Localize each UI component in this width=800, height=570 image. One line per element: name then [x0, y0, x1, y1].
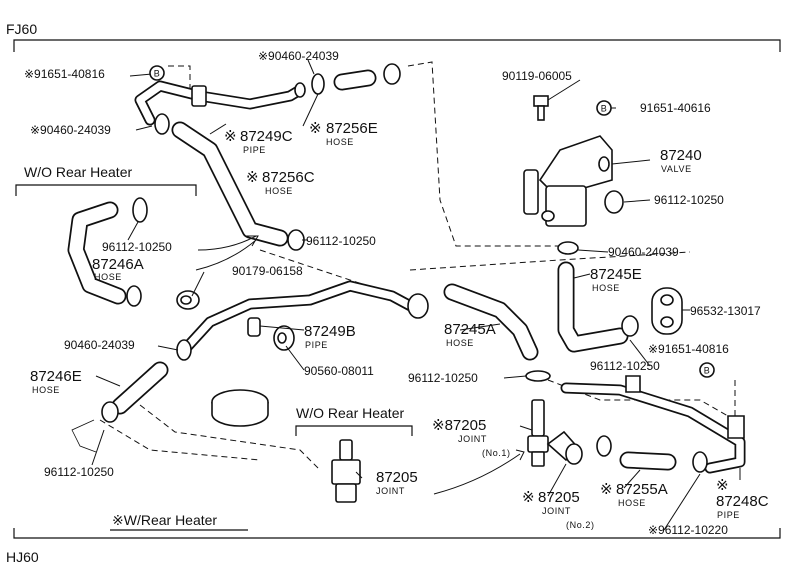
b-marker-2: B: [596, 100, 612, 116]
hose-87246a: [67, 197, 148, 307]
callout-96112-10250-a: 96112-10250: [306, 234, 376, 248]
pipe-87249b: [182, 280, 429, 352]
callout-87249c-type: PIPE: [243, 145, 266, 155]
callout-87248c: 87248C: [716, 493, 769, 510]
callout-90179-06158: 90179-06158: [232, 264, 303, 278]
callout-87240-type: VALVE: [661, 164, 692, 174]
callout-87245a-type: HOSE: [446, 338, 474, 348]
callout-90460-24039-top: ※90460-24039: [258, 49, 339, 63]
callout-87246e: 87246E: [30, 368, 82, 385]
leader-lines: [91, 59, 741, 531]
hose-87255a: [596, 435, 708, 473]
hose-87246e: [101, 339, 192, 423]
callout-87249c-mark: ※: [224, 128, 237, 145]
callout-87240: 87240: [660, 147, 702, 164]
model-label-fj60: FJ60: [6, 21, 37, 37]
fj60-frame-line: [13, 39, 781, 52]
callout-90460-24039-c: 90460-24039: [64, 338, 135, 352]
callout-96112-10250-c: 96112-10250: [44, 465, 114, 479]
callout-87249b: 87249B: [304, 323, 356, 340]
callout-87205-joint2-no: (No.2): [566, 520, 595, 530]
callout-87256c-type: HOSE: [265, 186, 293, 196]
callout-87205-joint2: 87205: [538, 489, 580, 506]
pipe-87248c: [560, 375, 746, 474]
hose-87256c: [171, 121, 305, 251]
callout-87246e-type: HOSE: [32, 385, 60, 395]
callout-87246a-type: HOSE: [94, 272, 122, 282]
valve-87240: [523, 135, 613, 227]
callout-96112-10250-f: 96112-10250: [590, 359, 660, 373]
b-marker-1-label: B: [154, 69, 161, 79]
callout-87248c-type: PIPE: [717, 510, 740, 520]
joint-87205-mid: [331, 439, 361, 503]
callout-87256e-type: HOSE: [326, 137, 354, 147]
callout-90460-24039-left: ※90460-24039: [30, 123, 111, 137]
callout-87255a: 87255A: [616, 481, 668, 498]
callout-87245a: 87245A: [444, 321, 496, 338]
callout-87256c: 87256C: [262, 169, 315, 186]
b-marker-3: B: [699, 362, 715, 378]
callout-96112-10250-d: 96112-10250: [654, 193, 724, 207]
callout-87205-joint1-no: (No.1): [482, 448, 511, 458]
grommet-90179: [176, 290, 200, 310]
section-bracket-mid: [295, 425, 413, 436]
callout-87205-joint2-mark: ※: [522, 489, 535, 506]
b-marker-3-label: B: [704, 366, 711, 376]
hose-87245a: [443, 283, 551, 382]
callout-87256e-mark: ※: [309, 120, 322, 137]
joint-87205-no1: [527, 399, 549, 467]
callout-96112-10250-e: 96112-10250: [408, 371, 478, 385]
hose-87256e: [333, 69, 377, 91]
callout-87205-joint1-type: JOINT: [458, 434, 487, 444]
b-marker-2-label: B: [601, 104, 608, 114]
clamp-90460-valve: [557, 241, 579, 255]
section-bracket-left: [15, 184, 197, 196]
heater-plug: [211, 389, 269, 427]
grommet-90560: [273, 325, 295, 351]
section-label-w-rear-heater: ※W/Rear Heater: [112, 512, 217, 528]
callout-90560-08011: 90560-08011: [304, 364, 374, 378]
callout-87249c: 87249C: [240, 128, 293, 145]
callout-87205-mid-type: JOINT: [376, 486, 405, 496]
hose-87245e: [557, 261, 639, 353]
section-label-wo-rear-heater-mid: W/O Rear Heater: [296, 405, 404, 421]
clamp-top-90460: [154, 63, 401, 135]
bolt-90119: [533, 95, 549, 121]
callout-87249b-type: PIPE: [305, 340, 328, 350]
callout-90119-06005: 90119-06005: [502, 69, 572, 83]
pipe-87249c: [134, 80, 306, 126]
callout-91651-40816-top: ※91651-40816: [24, 67, 105, 81]
b-marker-1: B: [149, 65, 165, 81]
callout-87205-joint2-type: JOINT: [542, 506, 571, 516]
callout-91651-40616: 91651-40616: [640, 101, 711, 115]
callout-96112-10250-b: 96112-10250: [102, 240, 172, 254]
arrows: [195, 235, 525, 495]
callout-87256e: 87256E: [326, 120, 378, 137]
callout-87205-mid: 87205: [376, 469, 418, 486]
clamp-valve-96112: [604, 190, 624, 214]
callout-87255a-type: HOSE: [618, 498, 646, 508]
hj60-frame-line: [13, 528, 781, 539]
callout-90460-24039-d: 90460-24039: [608, 245, 679, 259]
callout-87256c-mark: ※: [246, 169, 259, 186]
joint-87205-no2: [546, 430, 583, 465]
callout-87245e-type: HOSE: [592, 283, 620, 293]
section-label-wo-rear-heater-left: W/O Rear Heater: [24, 164, 132, 180]
callout-91651-40816-b: ※91651-40816: [648, 342, 729, 356]
callout-87205-joint1: ※87205: [432, 417, 486, 434]
callout-87246a: 87246A: [92, 256, 144, 273]
callout-87245e: 87245E: [590, 266, 642, 283]
model-label-hj60: HJ60: [6, 549, 39, 565]
callout-96112-10220: ※96112-10220: [648, 523, 728, 537]
callout-96532-13017: 96532-13017: [690, 304, 761, 318]
clamp-96112-lower-left: [71, 419, 97, 453]
grommet-96532: [651, 287, 683, 335]
callout-87255a-mark: ※: [600, 481, 613, 498]
callout-87248c-mark: ※: [716, 477, 729, 494]
